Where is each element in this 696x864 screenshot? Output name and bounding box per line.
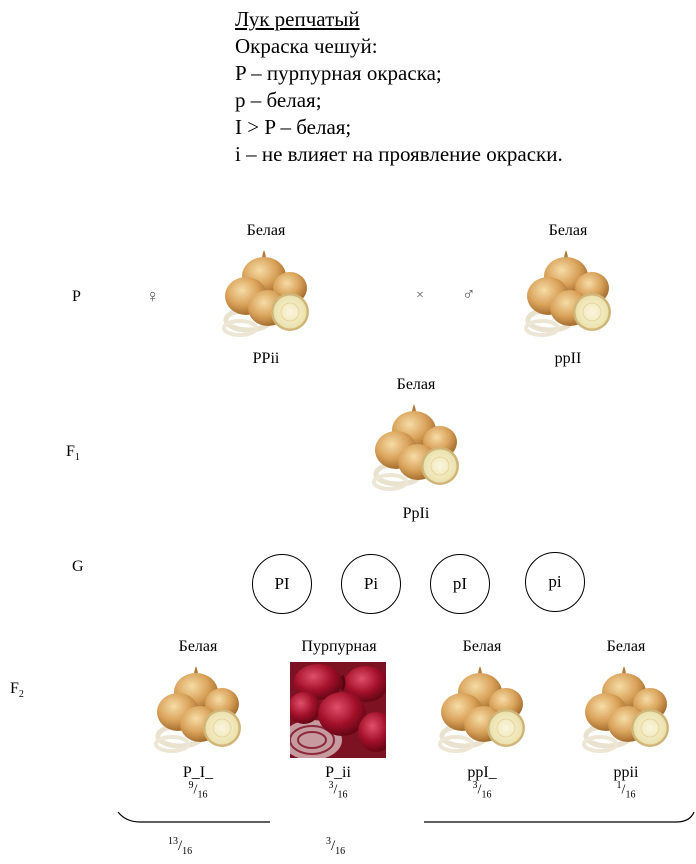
total-ratio-white: 13/16 <box>168 836 192 857</box>
ratio-numerator: 3 <box>326 836 331 847</box>
ratio-numerator: 13 <box>168 836 178 847</box>
brace-right <box>424 812 694 822</box>
total-ratio-purple: 3/16 <box>326 836 345 857</box>
ratio-denominator: 16 <box>182 846 192 857</box>
brace-left <box>118 812 270 822</box>
ratio-denominator: 16 <box>335 846 345 857</box>
